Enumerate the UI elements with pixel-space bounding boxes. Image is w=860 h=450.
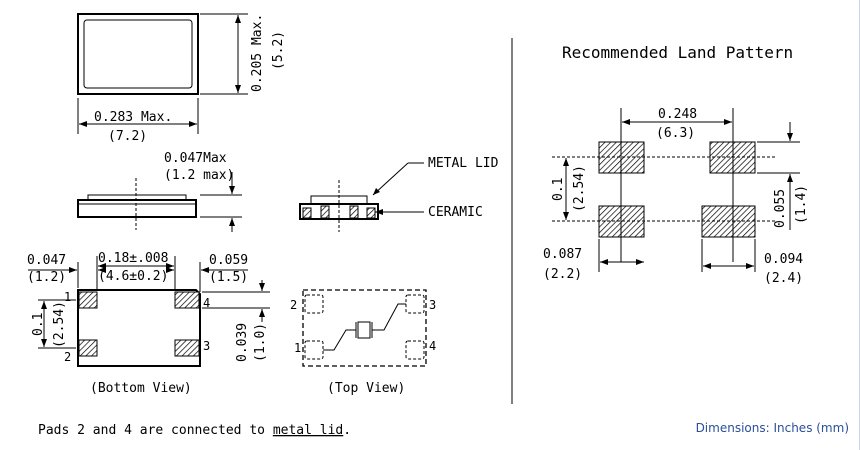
height-inch-label: 0.047Max	[164, 151, 227, 166]
package-cross-section	[299, 162, 424, 232]
bottom-view-drawing	[28, 256, 270, 367]
land-left-inch: 0.087	[543, 247, 582, 262]
bottom-pin-4: 4	[203, 296, 210, 310]
bottom-pad-4	[174, 291, 200, 309]
top-pin-3: 3	[429, 298, 436, 312]
length-mm-label: (7.2)	[108, 129, 147, 144]
land-span-mm: (6.3)	[656, 126, 695, 141]
package-top-outline	[77, 13, 248, 134]
land-span-inch: 0.248	[658, 107, 697, 122]
land-pattern-drawing	[552, 108, 800, 272]
units-note: Dimensions: Inches (mm)	[696, 421, 849, 435]
bottom-pad-2	[78, 339, 98, 357]
height-mm-label: (1.2 max)	[164, 168, 234, 183]
bottom-left-inch: 0.047	[27, 253, 66, 268]
land-pattern-title: Recommended Land Pattern	[562, 43, 793, 62]
land-pitch-inch: 0.1	[551, 178, 566, 201]
land-pad-height-inch: 0.055	[773, 189, 788, 228]
bottom-pin-1: 1	[64, 290, 71, 304]
package-side-view	[77, 172, 242, 232]
metal-lid-label: METAL LID	[428, 156, 499, 171]
width-inch-label: 0.205 Max.	[250, 14, 265, 92]
ceramic-label: CERAMIC	[428, 205, 483, 220]
bottom-pad-3	[174, 339, 200, 357]
bottom-center-mm: (4.6±0.2)	[98, 269, 168, 284]
footer-note-prefix: Pads 2 and 4 are connected to	[38, 423, 265, 438]
land-right-inch: 0.094	[764, 252, 803, 267]
bottom-pitch-mm: (2.54)	[52, 301, 67, 348]
footer-note-suffix: .	[343, 423, 351, 438]
bottom-view-caption: (Bottom View)	[90, 381, 192, 396]
bottom-right-inch: 0.059	[209, 253, 248, 268]
bottom-pad-height-inch: 0.039	[235, 323, 250, 362]
top-pin-4: 4	[429, 339, 436, 353]
top-pin-1: 1	[294, 341, 301, 355]
footer-note-link: metal lid	[273, 423, 343, 438]
bottom-left-mm: (1.2)	[27, 270, 66, 285]
top-pin-2: 2	[290, 298, 297, 312]
bottom-center-inch: 0.18±.008	[98, 251, 168, 266]
bottom-pad-height-mm: (1.0)	[253, 323, 268, 362]
land-pitch-mm: (2.54)	[572, 165, 587, 212]
top-view-drawing	[302, 289, 427, 367]
bottom-pin-3: 3	[203, 339, 210, 353]
bottom-pitch-inch: 0.1	[31, 313, 46, 336]
width-mm-label: (5.2)	[271, 31, 286, 70]
length-inch-label: 0.283 Max.	[94, 110, 172, 125]
bottom-right-mm: (1.5)	[209, 270, 248, 285]
land-pad-height-mm: (1.4)	[794, 185, 809, 224]
footer-note: Pads 2 and 4 are connected to metal lid.	[38, 423, 351, 438]
bottom-pad-1	[78, 291, 98, 309]
crystal-symbol	[357, 321, 371, 339]
land-right-mm: (2.4)	[764, 271, 803, 286]
land-left-mm: (2.2)	[543, 267, 582, 282]
bottom-pin-2: 2	[64, 350, 71, 364]
top-view-caption: (Top View)	[327, 381, 405, 396]
